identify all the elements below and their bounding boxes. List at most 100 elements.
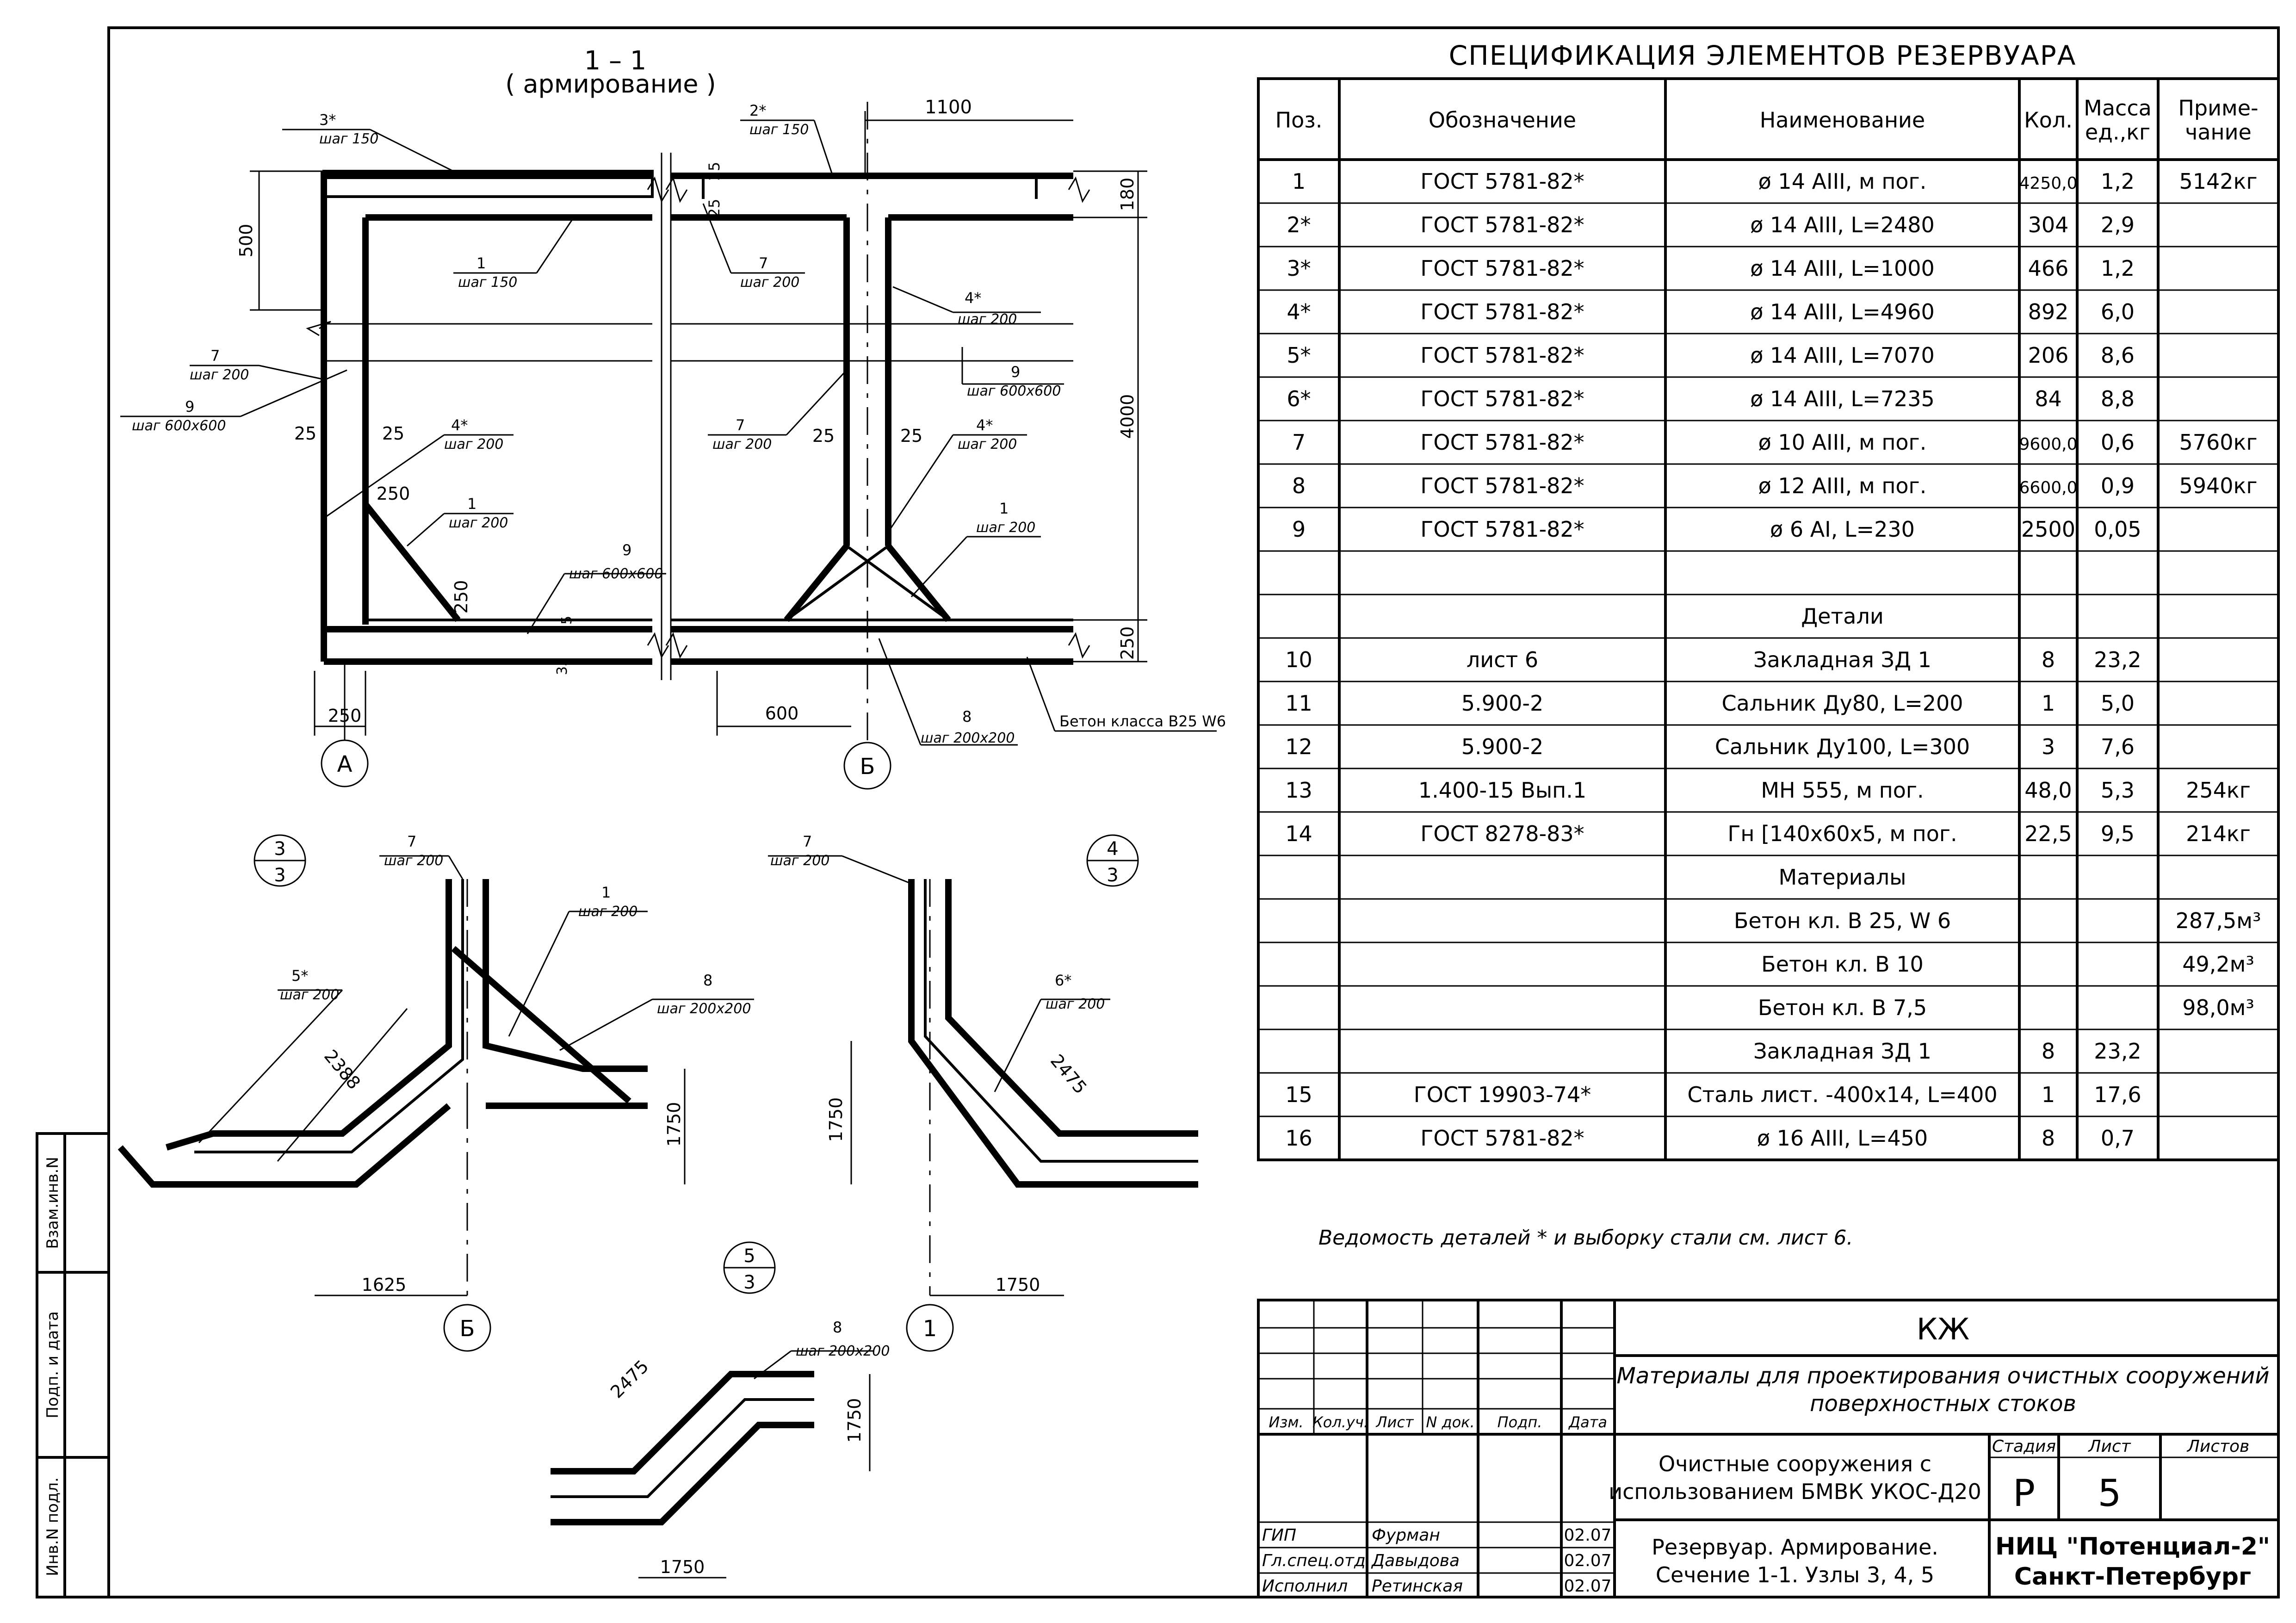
- spec-cell: 4*: [1287, 299, 1311, 324]
- stamp-object-2: использованием БМВК УКОС-Д20: [1609, 1479, 1981, 1504]
- stamp-city: Санкт-Петербург: [2014, 1563, 2251, 1591]
- spec-header: Масса: [2084, 96, 2152, 121]
- spec-cell: 1: [2042, 691, 2055, 716]
- node5-dim-1750-horizontal: 1750: [660, 1557, 705, 1577]
- stamp-column-label: Изм.: [1269, 1413, 1303, 1431]
- spec-cell: 2,9: [2101, 212, 2135, 237]
- spec-cell: ø 10 АIII, м пог.: [1758, 430, 1927, 455]
- label-pos-3: 3*: [319, 111, 336, 129]
- spec-cell: ГОСТ 5781-82*: [1420, 256, 1584, 281]
- dim-25-a: 25: [706, 162, 723, 181]
- dimensions: 500 180 4000 250 1100 25 25 250 600 25 2…: [236, 97, 1147, 736]
- label-pos-9-b: 9: [622, 541, 631, 559]
- spec-cell: 1,2: [2101, 169, 2135, 194]
- dim-250-vertical: 250: [451, 580, 471, 614]
- label-pos-4-b-step: шаг 200: [958, 436, 1017, 452]
- node3-axis: Б: [460, 1316, 475, 1342]
- stamp-column-label: Лист: [1375, 1413, 1414, 1431]
- label-pos-9-c: 9: [1011, 363, 1020, 381]
- stamp-person-date: 02.07: [1564, 1551, 1611, 1570]
- spec-cell: 8: [2042, 1039, 2055, 1064]
- label-pos-1-c: 1: [999, 500, 1009, 517]
- node4-label-6: 6*: [1055, 972, 1071, 989]
- spec-cell: 2*: [1287, 212, 1311, 237]
- node3-label-8: 8: [703, 972, 712, 989]
- spec-cell: МН 555, м пог.: [1761, 778, 1924, 803]
- spec-cell: Бетон кл. В 10: [1761, 952, 1924, 977]
- spec-cell: ГОСТ 5781-82*: [1420, 473, 1584, 498]
- spec-cell: 1,2: [2101, 256, 2135, 281]
- spec-cell: 9: [1292, 517, 1306, 542]
- stamp-column-label: Подп.: [1498, 1413, 1542, 1431]
- dim-600: 600: [765, 703, 799, 724]
- node4-label-7: 7: [803, 833, 812, 850]
- spec-cell: 1.400-15 Вып.1: [1418, 778, 1586, 803]
- axis-b: Б: [860, 754, 875, 780]
- spec-cell: ø 14 АIII, L=2480: [1750, 212, 1935, 237]
- spec-cell: Гн [140х60х5, м пог.: [1727, 821, 1957, 846]
- spec-cell: 254кг: [2186, 778, 2251, 803]
- spec-cell: ГОСТ 5781-82*: [1420, 212, 1584, 237]
- label-pos-1-a-step: шаг 150: [458, 274, 517, 291]
- side-stamp: Взам.инв.N Подп. и дата Инв.N подл.: [36, 1132, 110, 1598]
- spec-header: Обозначение: [1429, 108, 1576, 133]
- node-5: 5 3 8 шаг 200х200 2475 1750 1750: [551, 1241, 890, 1579]
- stamp-drawing-2: Сечение 1-1. Узлы 3, 4, 5: [1656, 1562, 1934, 1587]
- spec-cell: 7: [1292, 430, 1306, 455]
- spec-cell: Бетон кл. В 7,5: [1758, 995, 1927, 1020]
- spec-cell: 1: [1292, 169, 1306, 194]
- label-pos-4-c: 4*: [965, 289, 981, 307]
- spec-cell: 9600,0: [2019, 435, 2078, 454]
- spec-cell: ГОСТ 8278-83*: [1420, 821, 1584, 846]
- side-label-substitute: Взам.инв.N: [43, 1157, 62, 1249]
- rebar-labels: 3* шаг 150 2* шаг 150 1 шаг 150 7 шаг 20…: [120, 102, 1226, 746]
- dim-25-f: 25: [812, 426, 835, 446]
- node-3-sheet: 3: [274, 865, 285, 886]
- spec-cell: 8,6: [2101, 343, 2135, 368]
- spec-cell: 5.900-2: [1461, 734, 1544, 759]
- label-pos-2: 2*: [749, 102, 766, 119]
- spec-cell: 15: [1285, 1082, 1312, 1107]
- label-pos-7-c: 7: [736, 416, 745, 434]
- node-3-number: 3: [274, 838, 285, 860]
- axis-a: А: [337, 751, 353, 777]
- node3-dim-1625: 1625: [362, 1275, 407, 1295]
- spec-table: СПЕЦИФИКАЦИЯ ЭЛЕМЕНТОВ РЕЗЕРВУАРА Поз.Об…: [1257, 40, 2280, 1161]
- stamp-drawing: Резервуар. Армирование.: [1652, 1535, 1938, 1560]
- spec-cell: 5.900-2: [1461, 691, 1544, 716]
- node3-dim-1750: 1750: [664, 1102, 684, 1147]
- spec-cell: 1: [2042, 1082, 2055, 1107]
- dim-250-right: 250: [1117, 626, 1138, 660]
- node-4-number: 4: [1107, 838, 1118, 860]
- stamp-person-name: Фурман: [1372, 1526, 1440, 1545]
- spec-cell: ø 14 АIII, м пог.: [1758, 169, 1927, 194]
- spec-cell: 3*: [1287, 256, 1311, 281]
- spec-cell: 8,8: [2101, 386, 2135, 411]
- label-pos-7-a: 7: [759, 254, 768, 272]
- stamp-sheet: 5: [2098, 1472, 2122, 1515]
- section-1-1: 1 – 1 ( армирование ): [120, 46, 1226, 790]
- dim-35: 35: [554, 657, 570, 675]
- section-title: 1 – 1: [584, 46, 647, 76]
- spec-cell: 5142кг: [2179, 169, 2257, 194]
- label-pos-7-c-step: шаг 200: [712, 436, 772, 452]
- spec-cell: ГОСТ 5781-82*: [1420, 299, 1584, 324]
- dim-25-g: 25: [900, 426, 922, 446]
- spec-cell: 48,0: [2024, 778, 2072, 803]
- label-pos-4-b: 4*: [976, 416, 993, 434]
- stamp-project-2: поверхностных стоков: [1810, 1391, 2076, 1417]
- stamp-person-role: Исполнил: [1262, 1577, 1348, 1596]
- spec-cell: 892: [2028, 299, 2069, 324]
- label-pos-9-a-step: шаг 600х600: [132, 418, 226, 434]
- spec-cell: 8: [2042, 647, 2055, 672]
- label-pos-2-step: шаг 150: [749, 122, 809, 138]
- dim-180: 180: [1117, 178, 1138, 211]
- dim-25-d: 25: [382, 423, 404, 444]
- dim-250-inner: 250: [377, 483, 410, 504]
- spec-cell: 206: [2028, 343, 2069, 368]
- spec-cell: 0,6: [2101, 430, 2135, 455]
- spec-cell: 3: [2042, 734, 2055, 759]
- spec-cell: 8: [2042, 1126, 2055, 1151]
- spec-cell: ø 16 АIII, L=450: [1757, 1126, 1928, 1151]
- stamp-code: КЖ: [1917, 1313, 1969, 1347]
